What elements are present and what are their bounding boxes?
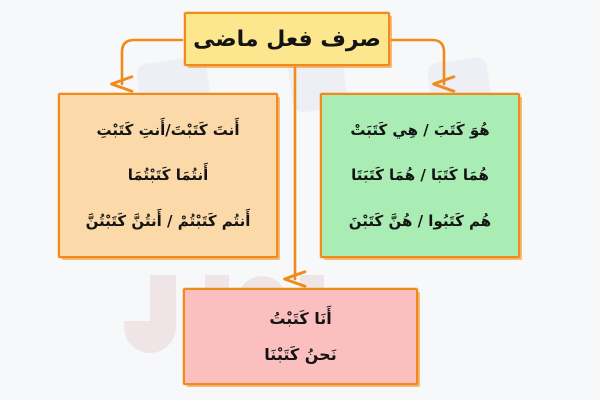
first-person-line-1: أَنَا كَتَبْتُ (269, 308, 332, 328)
second-person-line-1: أَنتَ كَتَبْتَ/أَنتِ كَتَبْتِ (96, 120, 240, 139)
third-person-conjugation-box[interactable]: هُوَ كَتَبَ / هِي كَتَبَتْ هُمَا كَتَبَا… (320, 93, 520, 258)
second-person-line-3: أَنتُم كَتَبْتُمْ / أَنتُنَّ كَتَبْتُنَّ (85, 212, 251, 231)
third-person-line-1: هُوَ كَتَبَ / هِي كَتَبَتْ (350, 120, 490, 139)
title-box[interactable]: صرف فعل ماضی (184, 12, 390, 66)
title-text: صرف فعل ماضی (193, 26, 381, 52)
second-person-line-2: أَنتُمَا كَتَبْتُمَا (127, 166, 209, 185)
first-person-line-2: نَحنُ كَتَبْنَا (264, 345, 337, 365)
arrow-to-third-person-path (390, 38, 444, 84)
first-person-conjugation-box[interactable]: أَنَا كَتَبْتُ نَحنُ كَتَبْنَا (183, 288, 418, 385)
third-person-line-2: هُمَا كَتَبَا / هُمَا كَتَبَتَا (351, 166, 489, 185)
third-person-line-3: هُم كَتَبُوا / هُنَّ كَتَبْنَ (348, 212, 492, 231)
second-person-conjugation-box[interactable]: أَنتَ كَتَبْتَ/أَنتِ كَتَبْتِ أَنتُمَا ك… (58, 93, 278, 258)
arrow-to-second-person-path (122, 38, 184, 84)
